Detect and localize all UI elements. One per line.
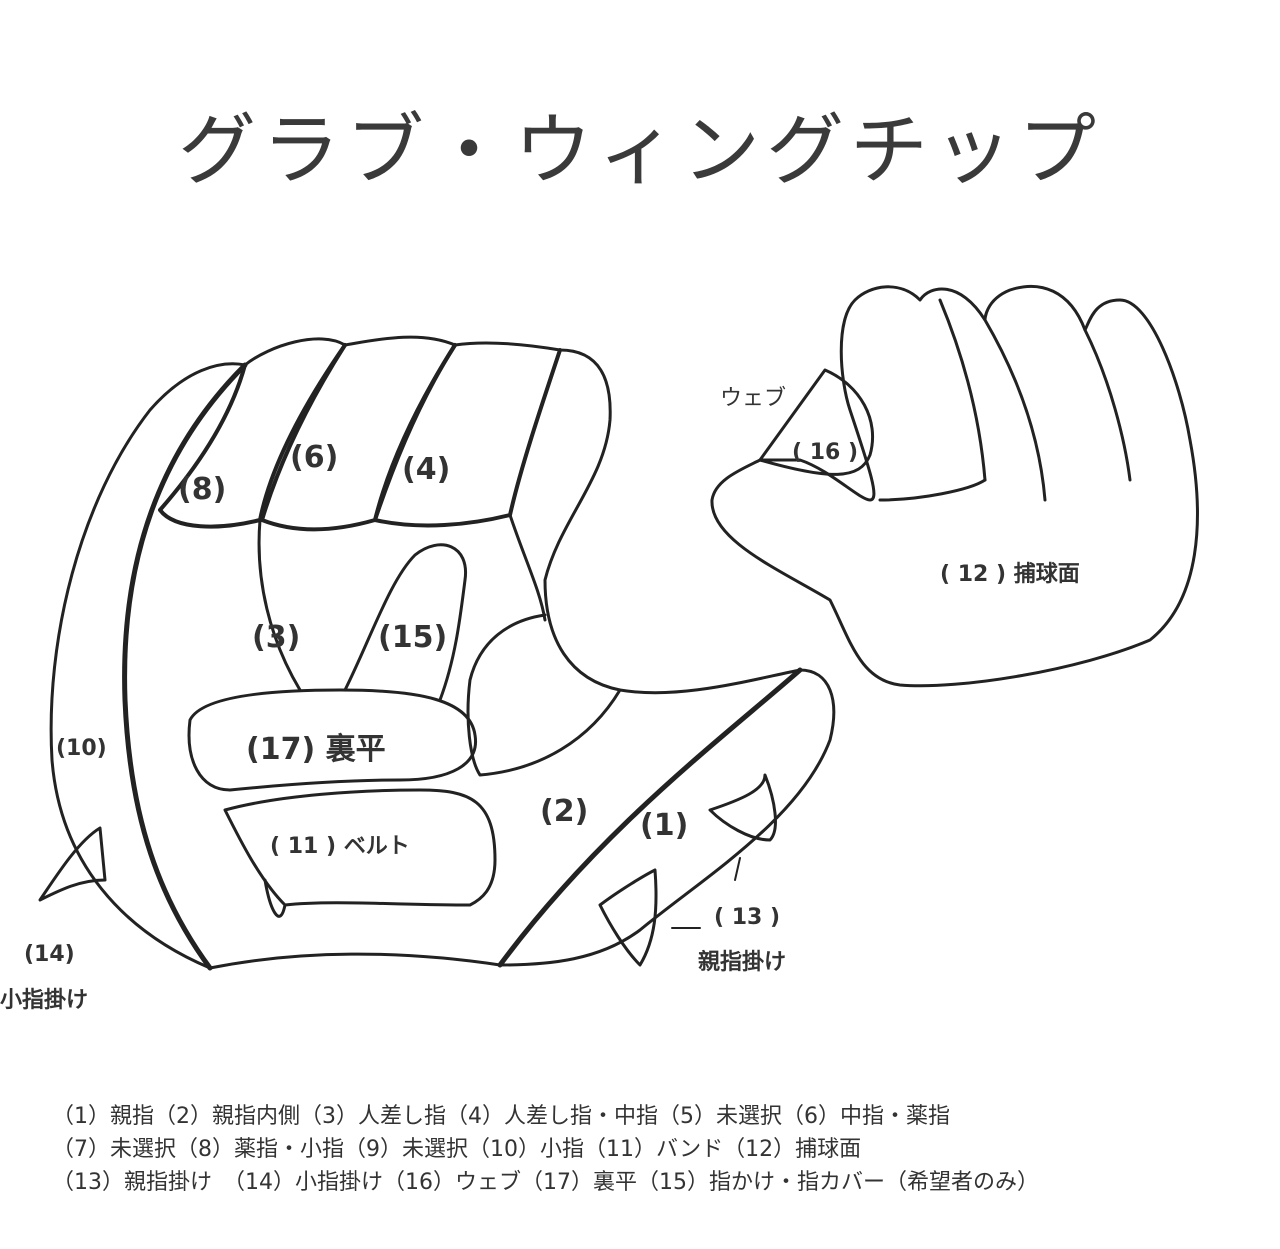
thumb-edge-line (497, 667, 803, 968)
finger-8 (158, 343, 347, 529)
finger-15 (343, 543, 467, 702)
finger-seam-2 (983, 318, 1047, 502)
label-15: (15) (378, 620, 448, 655)
label-16: ( 16 ) (792, 440, 859, 465)
label-1: (1) (640, 808, 689, 843)
label-web: ウェブ (720, 386, 787, 411)
hook-13-lower (598, 868, 658, 967)
hook-14 (38, 826, 107, 902)
belt-bottom (263, 878, 287, 918)
leader-13 (671, 857, 741, 929)
finger-seam-3 (1083, 328, 1132, 482)
label-12: ( 12 ) 捕球面 (940, 562, 1080, 587)
legend: （1）親指（2）親指内側（3）人差し指（4）人差し指・中指（5）未選択（6）中指… (52, 1100, 1039, 1199)
glove-front-view (710, 284, 1199, 688)
label-6: (6) (290, 440, 339, 475)
legend-line: （1）親指（2）親指内側（3）人差し指（4）人差し指・中指（5）未選択（6）中指… (52, 1104, 950, 1129)
area-17 (187, 688, 478, 792)
glove-front-outline (710, 284, 1199, 688)
hook-13-upper (708, 773, 777, 842)
finger-4 (373, 343, 562, 528)
label-3: (3) (252, 620, 301, 655)
label-13-name: 親指掛け (698, 950, 787, 975)
thumb-crease (466, 613, 622, 777)
glove-back-outline (49, 335, 836, 970)
label-13: ( 13 ) (714, 905, 781, 930)
label-14-name: 小指掛け (0, 988, 89, 1013)
label-8: (8) (178, 472, 227, 507)
legend-line: （13）親指掛け （14）小指掛け（16）ウェブ（17）裏平（15）指かけ・指カ… (52, 1170, 1039, 1195)
label-11: ( 11 ) ベルト (270, 834, 410, 859)
label-14: (14) (24, 942, 75, 967)
palm-inner (257, 513, 547, 692)
diagram-title: グラブ・ウィングチップ (177, 106, 1102, 196)
pinky-edge-line (122, 362, 248, 971)
area-11 (223, 788, 497, 907)
label-17: (17) 裏平 (246, 732, 386, 767)
label-2: (2) (540, 794, 589, 829)
thumb-seam (878, 478, 987, 502)
glove-back-view (38, 335, 836, 971)
label-4: (4) (402, 452, 451, 487)
label-10: (10) (56, 736, 107, 761)
finger-seam-1 (938, 298, 987, 482)
web-16 (758, 368, 875, 476)
legend-line: （7）未選択（8）薬指・小指（9）未選択（10）小指（11）バンド（12）捕球面 (52, 1137, 862, 1162)
